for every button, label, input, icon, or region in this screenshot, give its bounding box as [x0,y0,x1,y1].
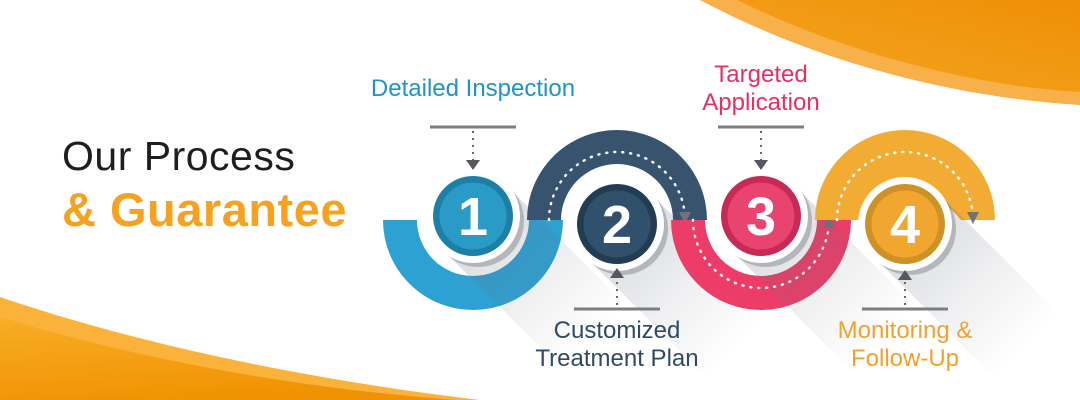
step-2-label-line: Treatment Plan [535,345,699,372]
step-2-label-line: Customized [553,317,681,344]
step-3-number: 3 [746,187,776,247]
title-line-2: & Guarantee [62,183,347,236]
step-4-label-line: Monitoring & [837,317,973,344]
step-3-label: Targeted Application [646,61,876,117]
step-1-number: 1 [458,187,488,247]
step-2-group: 2 [527,130,767,374]
step-4-group: 4 [815,130,1055,374]
step-2-label: Customized Treatment Plan [502,317,732,373]
step-4-dotted-path [835,150,975,222]
step-4-label-line: Follow-Up [850,345,960,372]
step-4-label: Monitoring & Follow-Up [790,317,1020,373]
step-2-dotted-path [547,150,687,222]
path-arrowhead-down-icon [967,212,979,224]
step-1-label: Detailed Inspection [358,75,588,103]
top-right-swoosh [737,0,1080,92]
step-2-number: 2 [602,195,632,255]
step-2-band [527,130,707,220]
step-2-circle [583,190,651,258]
step-1-group: 1 [383,125,623,366]
step-1-arrow-down-icon [466,160,480,170]
step-3-group: 3 [671,125,911,366]
step-2-arrow-up-icon [610,268,624,278]
step-4-band [815,130,995,220]
step-4-arrow-up-icon [898,270,912,280]
page-title: Our Process & Guarantee [62,134,347,235]
step-4-circle [871,190,939,258]
step-4-number: 4 [890,195,920,255]
path-arrowhead-down-icon [679,212,691,224]
step-3-circle [727,182,795,250]
bottom-left-swoosh [0,317,455,400]
step-1-circle [439,182,507,250]
title-line-1: Our Process [62,133,296,179]
step-3-label-line: Application [702,89,820,116]
step-3-arrow-down-icon [754,160,768,170]
step-1-label-line: Detailed Inspection [370,75,576,102]
step-3-dotted-path [691,218,831,290]
step-3-label-line: Targeted [714,61,808,88]
